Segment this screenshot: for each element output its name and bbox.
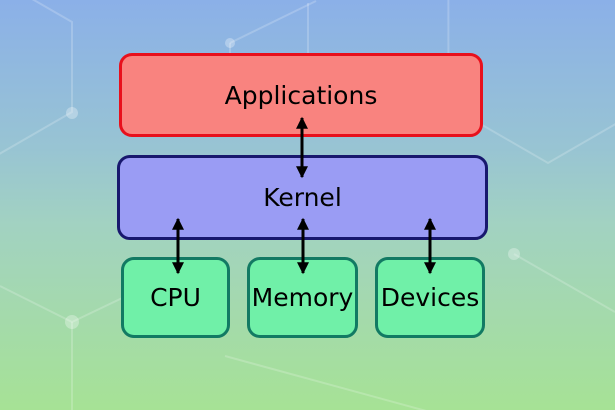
node-kernel: Kernel	[117, 155, 488, 240]
node-devices-label: Devices	[380, 283, 480, 312]
node-memory: Memory	[247, 257, 358, 338]
pattern-node-dot	[65, 315, 79, 329]
node-kernel-label: Kernel	[263, 183, 342, 212]
node-cpu: CPU	[121, 257, 230, 338]
node-applications: Applications	[119, 53, 483, 137]
node-cpu-label: CPU	[150, 283, 201, 312]
node-memory-label: Memory	[251, 283, 354, 312]
node-devices: Devices	[375, 257, 485, 338]
pattern-node-dot	[66, 107, 78, 119]
pattern-node-dot	[508, 248, 520, 260]
node-applications-label: Applications	[224, 80, 378, 110]
pattern-node-dot	[225, 38, 235, 48]
hexagon-outline	[0, 0, 73, 155]
